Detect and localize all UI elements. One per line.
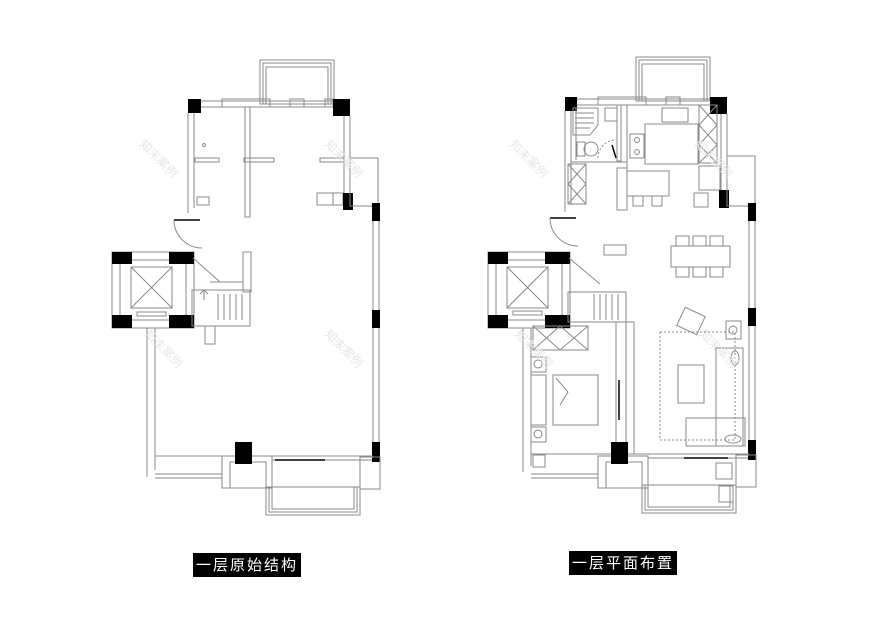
furniture-layout-plan xyxy=(487,56,757,514)
floor-layout-caption: 一层平面布置 xyxy=(569,551,677,575)
original-structure-plan xyxy=(111,59,381,516)
original-structure-caption: 一层原始结构 xyxy=(193,553,301,577)
